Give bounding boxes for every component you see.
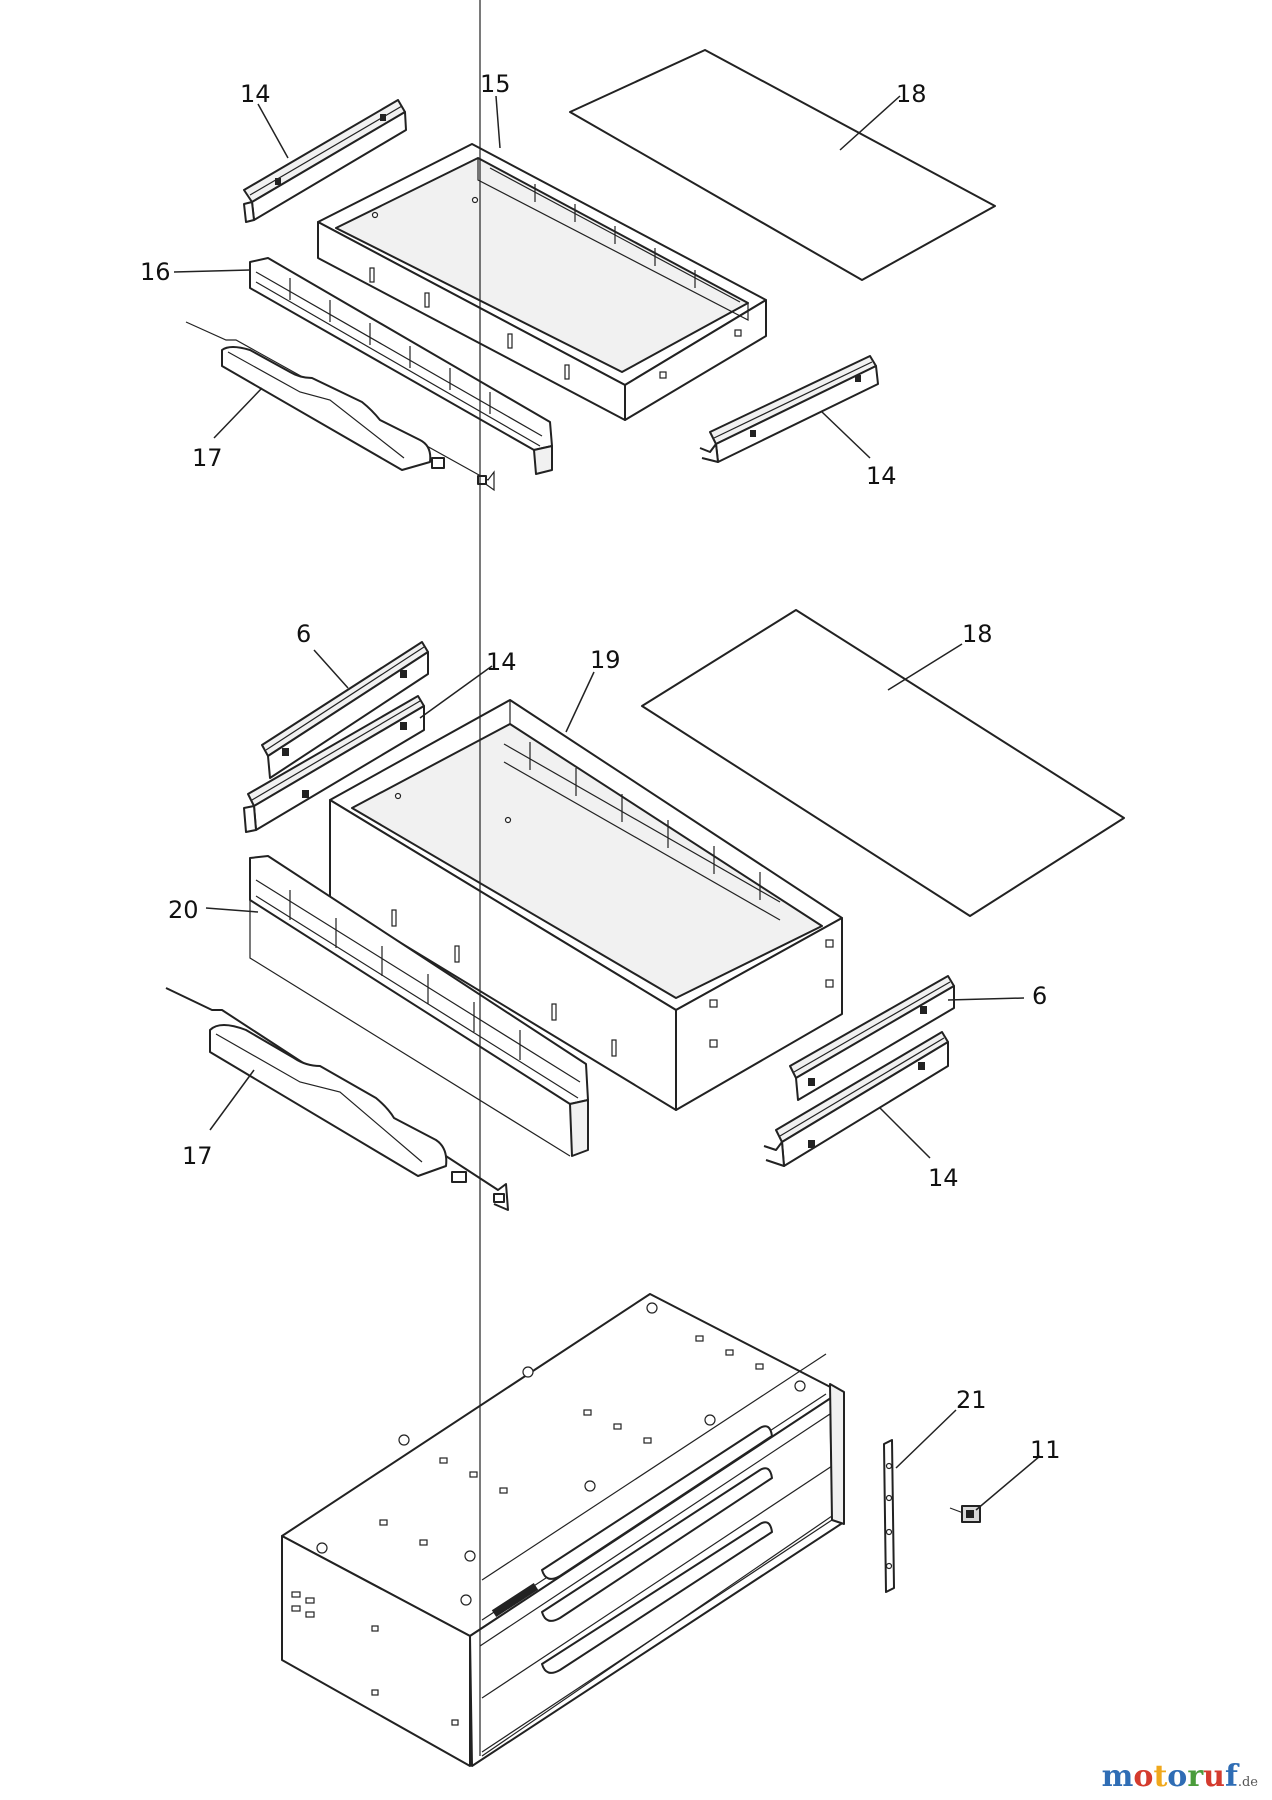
handle-17-top [185, 321, 495, 492]
label-18-top: 18 [896, 80, 927, 108]
panel-18-top [569, 49, 996, 281]
part-11 [949, 1505, 981, 1523]
cabinet-left-side [281, 1535, 471, 1767]
cabinet-handle-1 [541, 1425, 773, 1580]
label-15-top: 15 [480, 70, 511, 98]
rail-14-middle-right [763, 1031, 949, 1167]
brand-letter: o [1133, 1759, 1154, 1794]
brand-letter: m [1101, 1759, 1134, 1794]
front-rail-16 [249, 257, 553, 475]
label-17-top: 17 [192, 444, 223, 472]
panel-18-middle [641, 609, 1125, 917]
rail-6-middle-right [789, 975, 955, 1101]
label-18-middle: 18 [962, 620, 993, 648]
label-14-middle-right: 14 [928, 1164, 959, 1192]
drawer-15 [317, 143, 767, 421]
cabinet-assembly: 21 11 [281, 0, 1061, 1767]
cabinet-logo [491, 1583, 539, 1617]
label-20-middle: 20 [168, 896, 199, 924]
label-11-bottom: 11 [1030, 1436, 1061, 1464]
handle-17-middle [165, 987, 509, 1211]
front-rail-20 [249, 855, 589, 1157]
middle-drawer-assembly: 6 14 19 18 20 17 6 14 [165, 609, 1125, 1211]
drawer-19 [329, 699, 843, 1111]
brand-letter: o [1167, 1759, 1188, 1794]
top-drawer-assembly: 14 15 18 16 17 14 [140, 49, 996, 492]
label-16-top: 16 [140, 258, 171, 286]
cabinet-handle-3 [541, 1521, 773, 1674]
brand-letter: t [1153, 1759, 1168, 1794]
strip-21 [883, 1439, 895, 1593]
label-14-top-left: 14 [240, 80, 271, 108]
label-6-middle-left: 6 [296, 620, 311, 648]
rail-14-top-left [243, 99, 407, 223]
watermark-brand: motoruf.de [1102, 1759, 1258, 1794]
rail-6-middle-left [261, 641, 429, 779]
label-14-middle-left: 14 [486, 648, 517, 676]
label-17-middle: 17 [182, 1142, 213, 1170]
label-21-bottom: 21 [956, 1386, 987, 1414]
brand-letter: f [1224, 1759, 1238, 1794]
brand-letter: u [1203, 1759, 1225, 1794]
rail-14-middle-left [243, 695, 425, 833]
label-14-top-right: 14 [866, 462, 897, 490]
cabinet-handle-2 [541, 1467, 773, 1622]
brand-wordmark: motoruf [1102, 1759, 1238, 1794]
brand-letter: r [1187, 1759, 1204, 1794]
rail-14-top-right [699, 355, 879, 463]
label-6-middle-right: 6 [1032, 982, 1047, 1010]
label-19-middle: 19 [590, 646, 621, 674]
brand-tld: .de [1237, 1775, 1258, 1790]
